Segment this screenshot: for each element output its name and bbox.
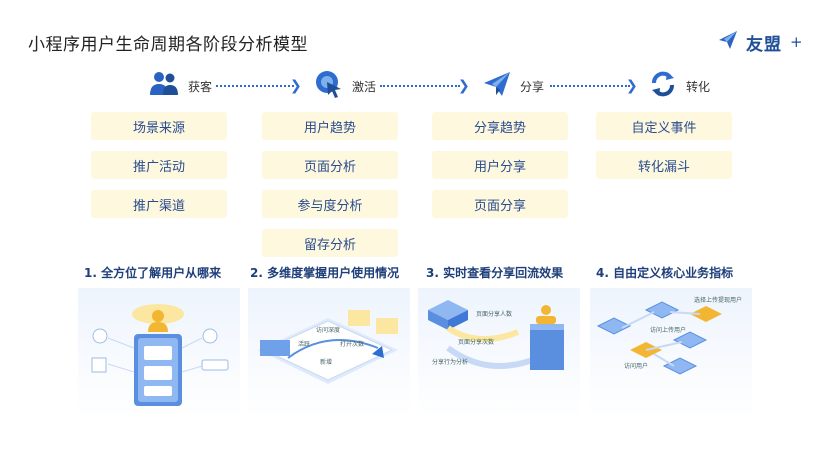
stage-label: 转化	[686, 79, 711, 94]
illustration-activate: 活跃 访问深度 打开次数 新增	[248, 288, 410, 418]
paper-plane-icon	[482, 69, 512, 103]
illustration-label: 访问用户	[624, 362, 648, 370]
page-title: 小程序用户生命周期各阶段分析模型	[28, 35, 308, 55]
column-acquire: 场景来源 推广活动 推广渠道	[91, 112, 227, 229]
stage-convert: 转化	[648, 68, 710, 104]
refresh-icon	[648, 69, 678, 103]
stage-label: 获客	[188, 79, 213, 94]
metric-pill: 页面分享	[432, 190, 568, 218]
illustration-label: 活跃	[298, 340, 310, 348]
users-icon	[148, 69, 180, 103]
metric-pill: 推广渠道	[91, 190, 227, 218]
illustration-label: 页面分享次数	[458, 338, 494, 346]
stage-label: 激活	[352, 79, 377, 94]
section-title: 3. 实时查看分享回流效果	[426, 266, 564, 280]
column-share: 分享趋势 用户分享 页面分享	[432, 112, 568, 229]
stage-activate: 激活	[314, 68, 376, 104]
stage-flow: 获客 ❯ 激活 ❯ 分享 ❯	[0, 68, 830, 104]
flow-connector	[216, 85, 294, 87]
flow-connector	[380, 85, 460, 87]
illustration-convert: 访问上传用户 选择上传提现用户 访问用户	[590, 288, 752, 418]
section-title: 1. 全方位了解用户从哪来	[84, 266, 222, 280]
metric-pill: 分享趋势	[432, 112, 568, 140]
column-activate: 用户趋势 页面分析 参与度分析 留存分析	[262, 112, 398, 268]
metric-pill: 用户趋势	[262, 112, 398, 140]
illustration-label: 访问上传用户	[650, 326, 686, 334]
metric-pill: 转化漏斗	[596, 151, 732, 179]
stage-acquire: 获客	[148, 68, 212, 104]
brand-plus: +	[790, 33, 803, 51]
illustration-label: 打开次数	[340, 340, 364, 348]
illustration-label: 访问深度	[316, 326, 340, 334]
chevron-right-icon: ❯	[458, 78, 470, 94]
metric-pill: 参与度分析	[262, 190, 398, 218]
metric-pill: 推广活动	[91, 151, 227, 179]
metric-pill: 留存分析	[262, 229, 398, 257]
brand-name: 友盟	[746, 34, 782, 55]
cursor-icon	[314, 69, 344, 103]
chevron-right-icon: ❯	[290, 78, 302, 94]
stage-share: 分享	[482, 68, 544, 104]
chevron-right-icon: ❯	[626, 78, 638, 94]
flow-connector	[550, 85, 630, 87]
illustration-share: 页面分享人数 页面分享次数 分享行为分析	[418, 288, 580, 418]
column-convert: 自定义事件 转化漏斗	[596, 112, 732, 190]
metric-pill: 自定义事件	[596, 112, 732, 140]
metric-pill: 页面分析	[262, 151, 398, 179]
section-title: 4. 自由定义核心业务指标	[596, 266, 734, 280]
illustration-acquire	[78, 288, 240, 418]
brand-logo: 友盟 +	[716, 28, 803, 56]
illustration-label: 新增	[320, 358, 332, 366]
stage-label: 分享	[520, 79, 545, 94]
illustration-label: 选择上传提现用户	[694, 296, 742, 304]
metric-pill: 用户分享	[432, 151, 568, 179]
section-title: 2. 多维度掌握用户使用情况	[250, 266, 400, 280]
illustration-label: 页面分享人数	[476, 310, 512, 318]
metric-pill: 场景来源	[91, 112, 227, 140]
illustration-label: 分享行为分析	[432, 358, 468, 366]
umeng-logo-icon	[716, 28, 740, 56]
